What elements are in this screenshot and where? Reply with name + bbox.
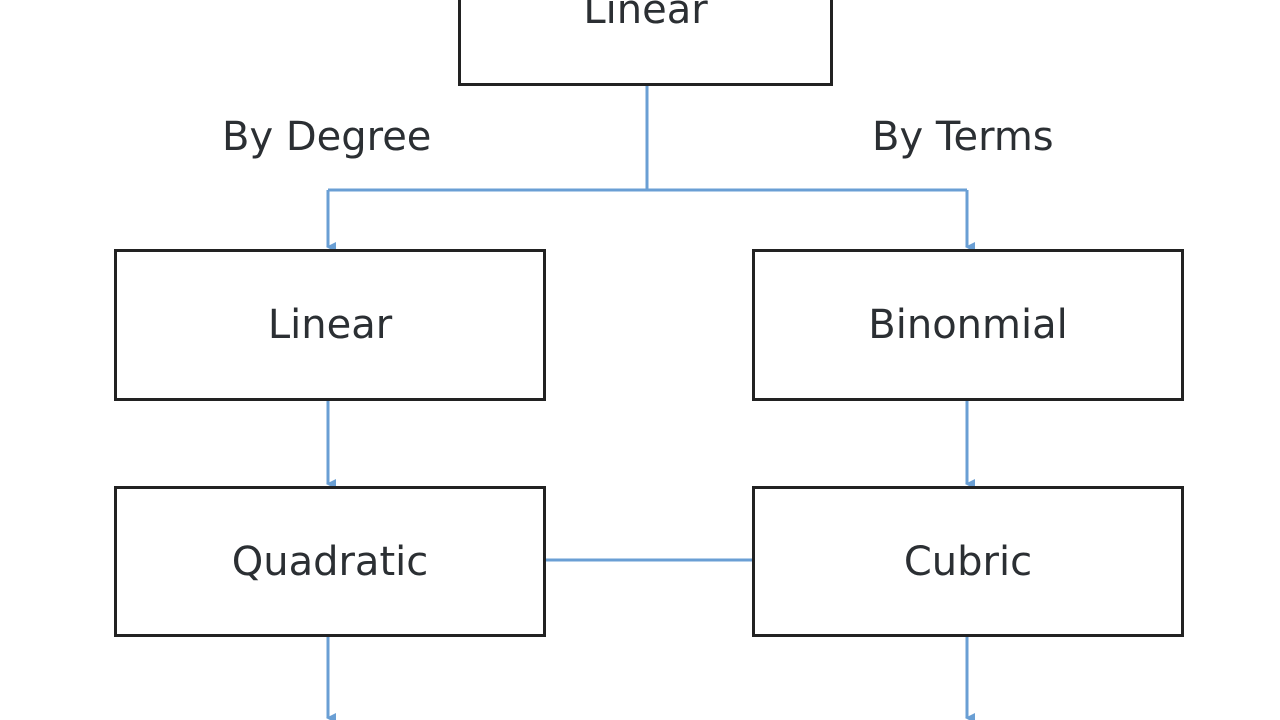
- branch-label-by-degree: By Degree: [222, 114, 432, 160]
- root-node-label: Linear: [583, 0, 708, 33]
- branch-label-by-terms: By Terms: [872, 114, 1054, 160]
- node-left-level-1: Linear: [114, 249, 546, 401]
- node-right-level-1: Binonmial: [752, 249, 1184, 401]
- node-left-level-1-label: Linear: [267, 302, 393, 348]
- node-left-level-2-label: Quadratic: [231, 538, 429, 585]
- node-right-level-2-label: Cubric: [903, 538, 1033, 585]
- root-node: Linear: [458, 0, 833, 86]
- node-right-level-2: Cubric: [752, 486, 1184, 637]
- node-right-level-1-label: Binonmial: [868, 302, 1068, 348]
- node-left-level-2: Quadratic: [114, 486, 546, 637]
